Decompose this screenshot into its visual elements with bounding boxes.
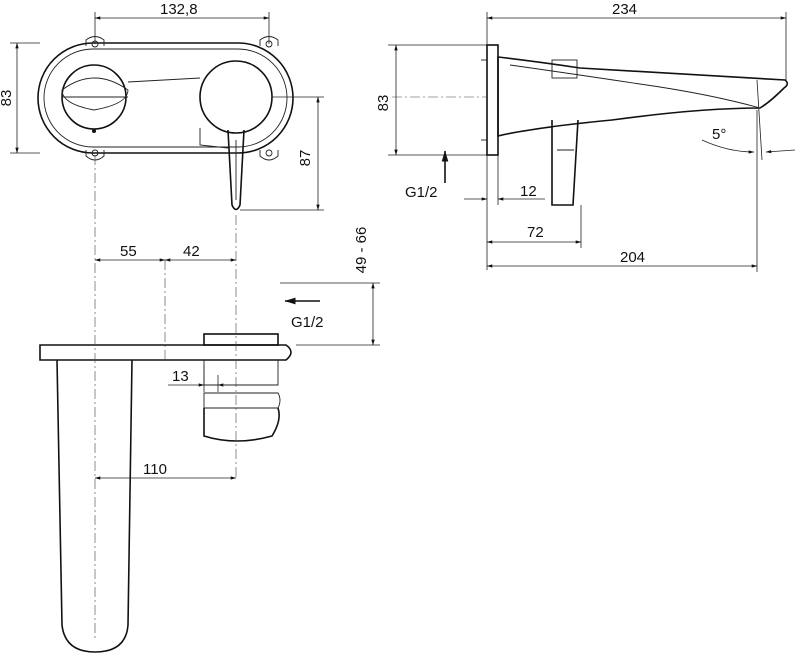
label-lever-offset: 72 xyxy=(527,224,544,241)
label-cartridge-distance: 42 xyxy=(183,243,200,260)
mounting-tab xyxy=(259,150,279,161)
mixer-lever xyxy=(227,129,245,211)
label-wall-depth: 49 - 66 xyxy=(353,227,370,274)
front-view xyxy=(37,36,294,211)
side-lever xyxy=(551,119,579,206)
label-inlet-top: G1/2 xyxy=(405,184,438,201)
label-axis-distance: 55 xyxy=(120,243,137,260)
label-spout-angle: 5° xyxy=(712,126,726,143)
dim-arc-spout-angle xyxy=(701,139,755,154)
side-view xyxy=(392,44,789,206)
label-spout-projection: 110 xyxy=(143,461,167,478)
label-side-height: 83 xyxy=(375,95,392,112)
label-plate-height: 83 xyxy=(0,90,15,107)
label-plate-width: 132,8 xyxy=(160,1,198,18)
mixer-body xyxy=(199,60,273,134)
wall-plate-outline xyxy=(37,42,294,154)
side-spout xyxy=(497,56,789,138)
side-cartridge xyxy=(551,59,578,79)
top-handle xyxy=(203,407,280,442)
label-spout-length: 204 xyxy=(620,249,645,266)
wall-plate-inner-outline xyxy=(43,48,288,148)
top-wall-plate xyxy=(39,344,292,361)
top-cartridge-cover xyxy=(203,333,279,346)
label-total-length: 234 xyxy=(612,1,637,18)
dimension-lines xyxy=(10,12,796,480)
spout-cap-detail xyxy=(61,77,129,111)
label-lever-drop: 87 xyxy=(297,150,314,167)
top-spout xyxy=(56,359,133,653)
label-inlet-side: G1/2 xyxy=(291,314,324,331)
top-view xyxy=(39,155,292,653)
dimension-labels: 132,8 83 87 83 234 12 72 204 5° 55 42 49… xyxy=(0,1,726,478)
top-mixer-body xyxy=(203,360,279,386)
plate-marker-dot xyxy=(92,129,96,133)
label-inlet-offset: 12 xyxy=(520,183,537,200)
screw-hole xyxy=(265,149,273,157)
side-wall-plate xyxy=(486,44,499,156)
label-cartridge-depth: 13 xyxy=(172,368,189,385)
